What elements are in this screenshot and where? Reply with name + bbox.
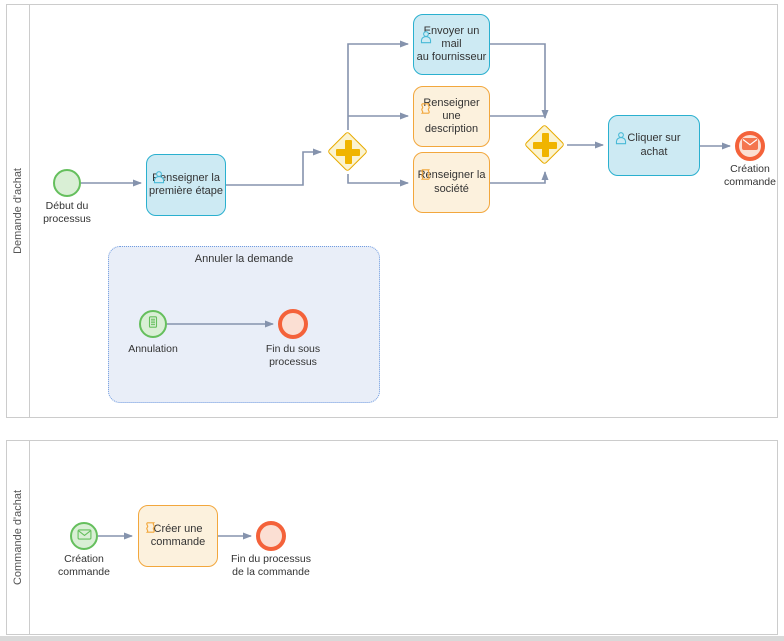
task-label: Envoyer un mail au fournisseur [416,24,487,64]
annulation-label: Annulation [128,343,178,355]
gateway-plus-icon [344,140,352,164]
task-cliquer-sur-achat[interactable]: Cliquer sur achat [608,115,700,176]
end-event-fin-sous-processus[interactable] [278,309,308,339]
end-event-fin-processus-commande[interactable] [256,521,286,551]
message-icon [742,137,758,155]
message-icon [77,527,92,545]
task-creer-une-commande[interactable]: Créer une commande [138,505,218,567]
flow-send-mail-to-join[interactable] [490,43,549,119]
task-label: Renseigner une description [423,96,480,136]
gateway-plus-icon [541,133,549,157]
canvas-bottom-edge [0,636,784,641]
task-envoyer-mail-fournisseur[interactable]: Envoyer un mail au fournisseur [413,14,490,75]
subprocess-title: Annuler la demande [194,253,294,265]
task-renseigner-description[interactable]: Renseigner une description [413,86,490,147]
start-event-debut-processus[interactable] [53,169,81,197]
end-event-label: Création commande [724,163,776,188]
user-icon [614,118,628,149]
flow-split-to-company[interactable] [347,174,409,187]
task-label: Cliquer sur achat [627,132,681,158]
task-label: Créer une commande [150,522,206,548]
end-event-label: Fin du processus de la commande [231,553,311,578]
task-label: Renseigner la première étape [149,171,223,197]
parallel-gateway-join[interactable] [523,123,567,167]
script-icon [144,508,157,538]
user-icon [419,17,433,48]
pool-commande-achat-label: Commande d'achat [12,489,24,586]
task-renseigner-societe[interactable]: Renseigner la société [413,152,490,213]
start-event-label: Début du processus [43,200,91,225]
flow-split-to-send-mail[interactable] [347,40,409,130]
document-icon [146,315,160,334]
pool-demande-achat-band[interactable]: Demande d'achat [7,5,30,417]
pool-demande-achat-label: Demande d'achat [12,168,24,254]
start-event-creation-commande[interactable] [70,522,98,550]
task-renseigner-premiere-etape[interactable]: Renseigner la première étape [146,154,226,216]
subprocess-end-label: Fin du sous processus [265,343,321,368]
pool-commande-achat-band[interactable]: Commande d'achat [7,441,30,634]
flow-company-to-join[interactable] [490,171,549,184]
script-icon [419,89,432,119]
start-event-label: Création commande [58,553,110,578]
end-event-creation-commande[interactable] [735,131,765,161]
flow-first-step-to-split-gateway[interactable] [226,148,322,186]
user-icon [152,157,166,188]
pool-commande-achat[interactable]: Commande d'achat [6,440,778,635]
script-icon [419,155,432,185]
task-label: Renseigner la société [417,169,486,195]
parallel-gateway-split[interactable] [326,130,370,174]
start-event-annulation[interactable] [139,310,167,338]
